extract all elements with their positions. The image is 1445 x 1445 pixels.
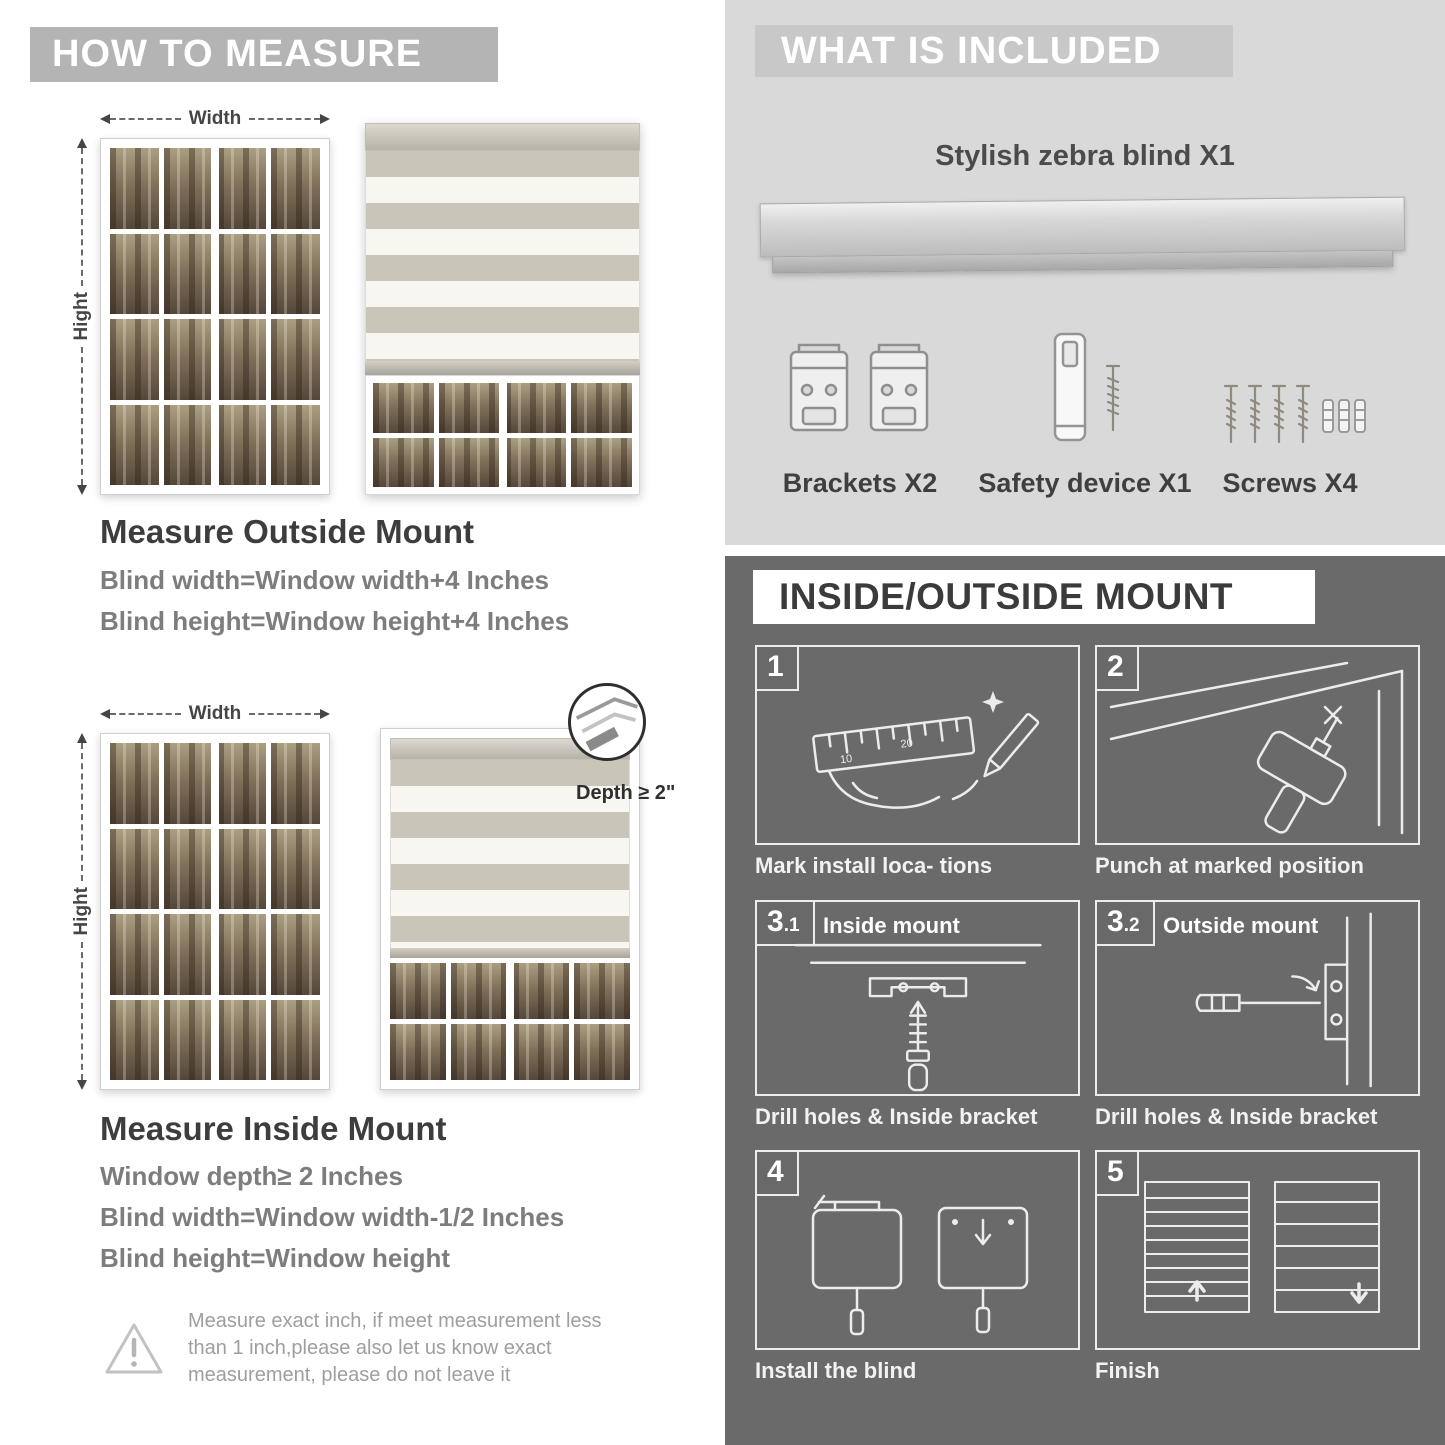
step-3-2-panel: 3.2 Outside mount xyxy=(1095,900,1420,1096)
arrow-up-icon xyxy=(77,138,87,148)
window-corner-detail xyxy=(575,697,638,752)
blind-stripes xyxy=(365,151,640,361)
outside-bracket-illustration xyxy=(1195,912,1372,1088)
safety-device-label: Safety device X1 xyxy=(978,468,1192,498)
outside-mount-title: Measure Outside Mount xyxy=(100,513,475,550)
depth-callout-label: Depth ≥ 2" xyxy=(576,782,676,804)
finish-illustration xyxy=(1144,1181,1380,1313)
window-panes xyxy=(110,743,320,1080)
inside-outside-mount-title: INSIDE/OUTSIDE MOUNT xyxy=(779,576,1234,617)
blind-cassette xyxy=(365,123,640,151)
measurement-note: Measure exact inch, if meet measurement … xyxy=(102,1308,602,1389)
mark-locations-illustration: 10 20 xyxy=(812,691,1040,809)
step-1-caption: Mark install loca- tions xyxy=(755,853,993,878)
what-is-included-header: WHAT IS INCLUDED xyxy=(755,25,1233,77)
window-illustration-inside xyxy=(100,733,330,1090)
height-label: Hight xyxy=(71,292,92,341)
arrow-left-icon xyxy=(100,114,110,124)
blind-stripes xyxy=(390,760,630,948)
step-3-1-caption: Drill holes & Inside bracket xyxy=(755,1104,1038,1129)
product-title: Stylish zebra blind X1 xyxy=(935,140,1235,172)
zebra-blind-illustration-inside xyxy=(380,728,640,1090)
step-3-2-label: Outside mount xyxy=(1163,913,1319,938)
brackets-label: Brackets X2 xyxy=(782,468,938,498)
step-number: 5 xyxy=(1097,1152,1139,1196)
step-5-caption: Finish xyxy=(1095,1358,1160,1383)
outside-formula-height: Blind height=Window height+4 Inches xyxy=(100,606,570,636)
inside-formula-height: Blind height=Window height xyxy=(100,1243,450,1273)
width-arrow-outside: Width xyxy=(100,108,330,130)
inside-mount-title: Measure Inside Mount xyxy=(100,1110,447,1147)
step-number: 4 xyxy=(757,1152,799,1196)
arrow-down-icon xyxy=(77,1080,87,1091)
step-number: 1 xyxy=(757,647,799,691)
step-3-1-label: Inside mount xyxy=(823,913,960,938)
what-is-included-title: WHAT IS INCLUDED xyxy=(781,29,1162,72)
note-line-2: than 1 inch,please also let us know exac… xyxy=(188,1337,552,1359)
step-2-panel: 2 xyxy=(1095,645,1420,845)
arrow-down-icon xyxy=(77,485,87,496)
what-is-included-section: WHAT IS INCLUDED Stylish zebra blind X1 xyxy=(725,0,1445,545)
zebra-blind-cassette-illustration xyxy=(759,196,1406,274)
step-3-2-caption: Drill holes & Inside bracket xyxy=(1095,1104,1378,1129)
height-arrow-outside: Hight xyxy=(70,138,94,496)
window-panes xyxy=(110,148,320,485)
screws-label: Screws X4 xyxy=(1222,468,1358,498)
step-4-caption: Install the blind xyxy=(755,1358,917,1383)
step-number: 2 xyxy=(1097,647,1139,691)
inside-outside-mount-section: INSIDE/OUTSIDE MOUNT 10 20 xyxy=(725,556,1445,1445)
how-to-measure-title: HOW TO MEASURE xyxy=(52,33,423,75)
zebra-blind-illustration-outside xyxy=(365,123,640,495)
inside-bracket-illustration xyxy=(794,943,1042,1092)
how-to-measure-header: HOW TO MEASURE xyxy=(30,27,498,82)
drill-illustration xyxy=(1109,661,1404,835)
window-illustration-outside xyxy=(100,138,330,495)
warning-triangle-icon xyxy=(105,1323,163,1373)
inside-formula-depth: Window depth≥ 2 Inches xyxy=(100,1161,403,1191)
depth-magnifier-circle-icon xyxy=(568,683,646,761)
step-2-caption: Punch at marked position xyxy=(1095,853,1364,878)
install-blind-illustration xyxy=(811,1194,1029,1336)
blind-bottom-rail xyxy=(365,361,640,375)
safety-device-icon xyxy=(1043,330,1133,465)
width-label: Width xyxy=(188,703,242,724)
step-4-panel: 4 xyxy=(755,1150,1080,1350)
svg-text:10: 10 xyxy=(839,753,853,766)
outside-formula-width: Blind width=Window width+4 Inches xyxy=(100,565,549,595)
blind-bottom-rail xyxy=(390,948,630,958)
arrow-right-icon xyxy=(320,114,330,124)
height-label: Hight xyxy=(71,887,92,936)
width-label: Width xyxy=(188,108,242,129)
note-text: Measure exact inch, if meet measurement … xyxy=(188,1308,602,1389)
step-3-1-panel: 3.1 Inside mount xyxy=(755,900,1080,1096)
step-5-panel: 5 xyxy=(1095,1150,1420,1350)
height-arrow-inside: Hight xyxy=(70,733,94,1091)
window-behind-blind xyxy=(365,375,640,495)
note-line-3: measurement, please do not leave it xyxy=(188,1364,511,1386)
step-number: 3.2 xyxy=(1097,902,1155,946)
bracket-icon xyxy=(785,338,935,456)
inside-outside-mount-header: INSIDE/OUTSIDE MOUNT xyxy=(753,570,1315,624)
width-arrow-inside: Width xyxy=(100,703,330,725)
svg-text:20: 20 xyxy=(900,737,914,750)
arrow-right-icon xyxy=(320,709,330,719)
arrow-up-icon xyxy=(77,733,87,743)
note-line-1: Measure exact inch, if meet measurement … xyxy=(188,1310,602,1332)
inside-formula-width: Blind width=Window width-1/2 Inches xyxy=(100,1202,565,1232)
screw-icon xyxy=(1217,378,1367,450)
step-number: 3.1 xyxy=(757,902,815,946)
window-behind-blind xyxy=(390,958,630,1080)
arrow-left-icon xyxy=(100,709,110,719)
step-1-panel: 10 20 1 xyxy=(755,645,1080,845)
